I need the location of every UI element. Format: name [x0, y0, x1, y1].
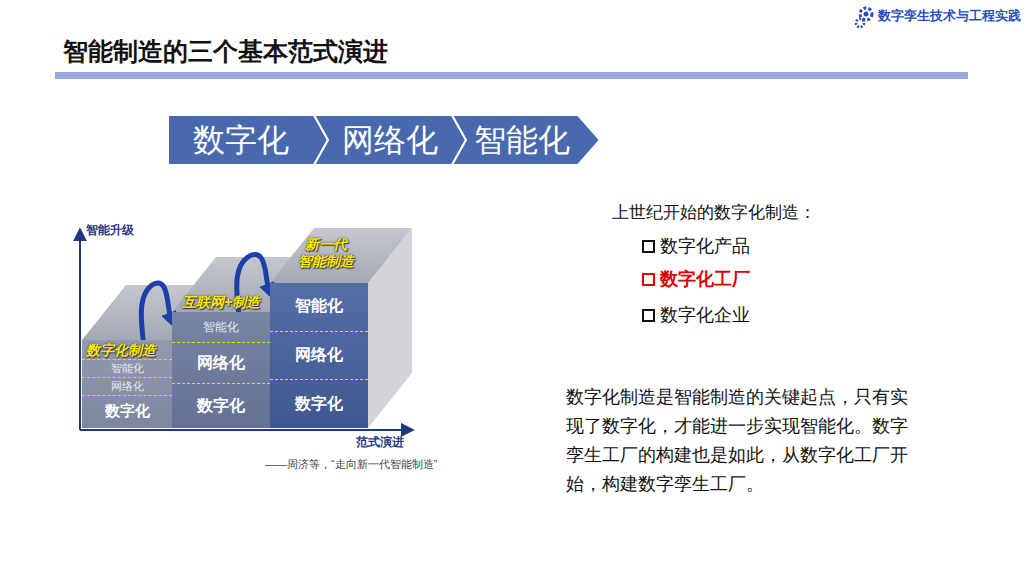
list-square — [642, 273, 655, 286]
axis-label: 范式演进 — [356, 434, 404, 451]
header-tag: 数字孪生技术与工程实践 — [878, 7, 1021, 25]
chevron-fill — [314, 115, 466, 165]
slide-title: 智能制造的三个基本范式演进 — [63, 35, 388, 68]
paradigm-layer: 智能化 — [172, 312, 270, 342]
stage-heading: 新一代 智能制造 — [288, 236, 364, 270]
list-item: 数字化工厂 — [660, 267, 750, 291]
stage-name: 智能化 — [474, 115, 570, 165]
list-heading: 上世纪开始的数字化制造： — [612, 201, 816, 224]
gear-icon — [856, 8, 872, 27]
stage-heading: 数字化制造 — [86, 342, 156, 359]
paradigm-layer: 网络化 — [270, 331, 368, 380]
list-square — [642, 240, 655, 253]
stair-block: 数字化制造智能化网络化数字化 — [82, 340, 172, 428]
stage-chevron: 网络化 — [314, 115, 466, 165]
stage-chevron: 数字化 — [168, 115, 328, 165]
list-item: 数字化产品 — [660, 234, 750, 258]
paradigm-layer: 网络化 — [82, 377, 172, 395]
paragraph: 数字化制造是智能制造的关键起点，只有实现了数字化，才能进一步实现智能化。数字孪生… — [566, 383, 918, 499]
paradigm-layer: 数字化 — [172, 383, 270, 428]
list-square — [642, 309, 655, 322]
axis-label: 智能升级 — [86, 222, 134, 239]
header-bar — [55, 72, 968, 79]
list-item: 数字化企业 — [660, 303, 750, 327]
citation: ——周济等，“走向新一代智能制造” — [265, 457, 437, 472]
stage-name: 数字化 — [193, 115, 289, 165]
paradigm-layer: 智能化 — [82, 359, 172, 377]
paradigm-layer: 智能化 — [270, 283, 368, 331]
stair-faces — [82, 228, 412, 428]
stair-block: 互联网+制造智能化网络化数字化 — [172, 312, 270, 428]
paradigm-layer: 数字化 — [82, 395, 172, 428]
stage-chevron: 智能化 — [452, 115, 600, 165]
paradigm-layer: 数字化 — [270, 379, 368, 428]
stair-block: 新一代 智能制造智能化网络化数字化 — [270, 283, 368, 428]
chevron-fill — [168, 115, 328, 165]
paradigm-layer: 网络化 — [172, 342, 270, 383]
stage-heading: 互联网+制造 — [182, 294, 260, 311]
stage-name: 网络化 — [342, 115, 438, 165]
chevron-fill — [452, 115, 600, 165]
axes — [80, 230, 412, 430]
progress-arrow — [141, 283, 172, 340]
